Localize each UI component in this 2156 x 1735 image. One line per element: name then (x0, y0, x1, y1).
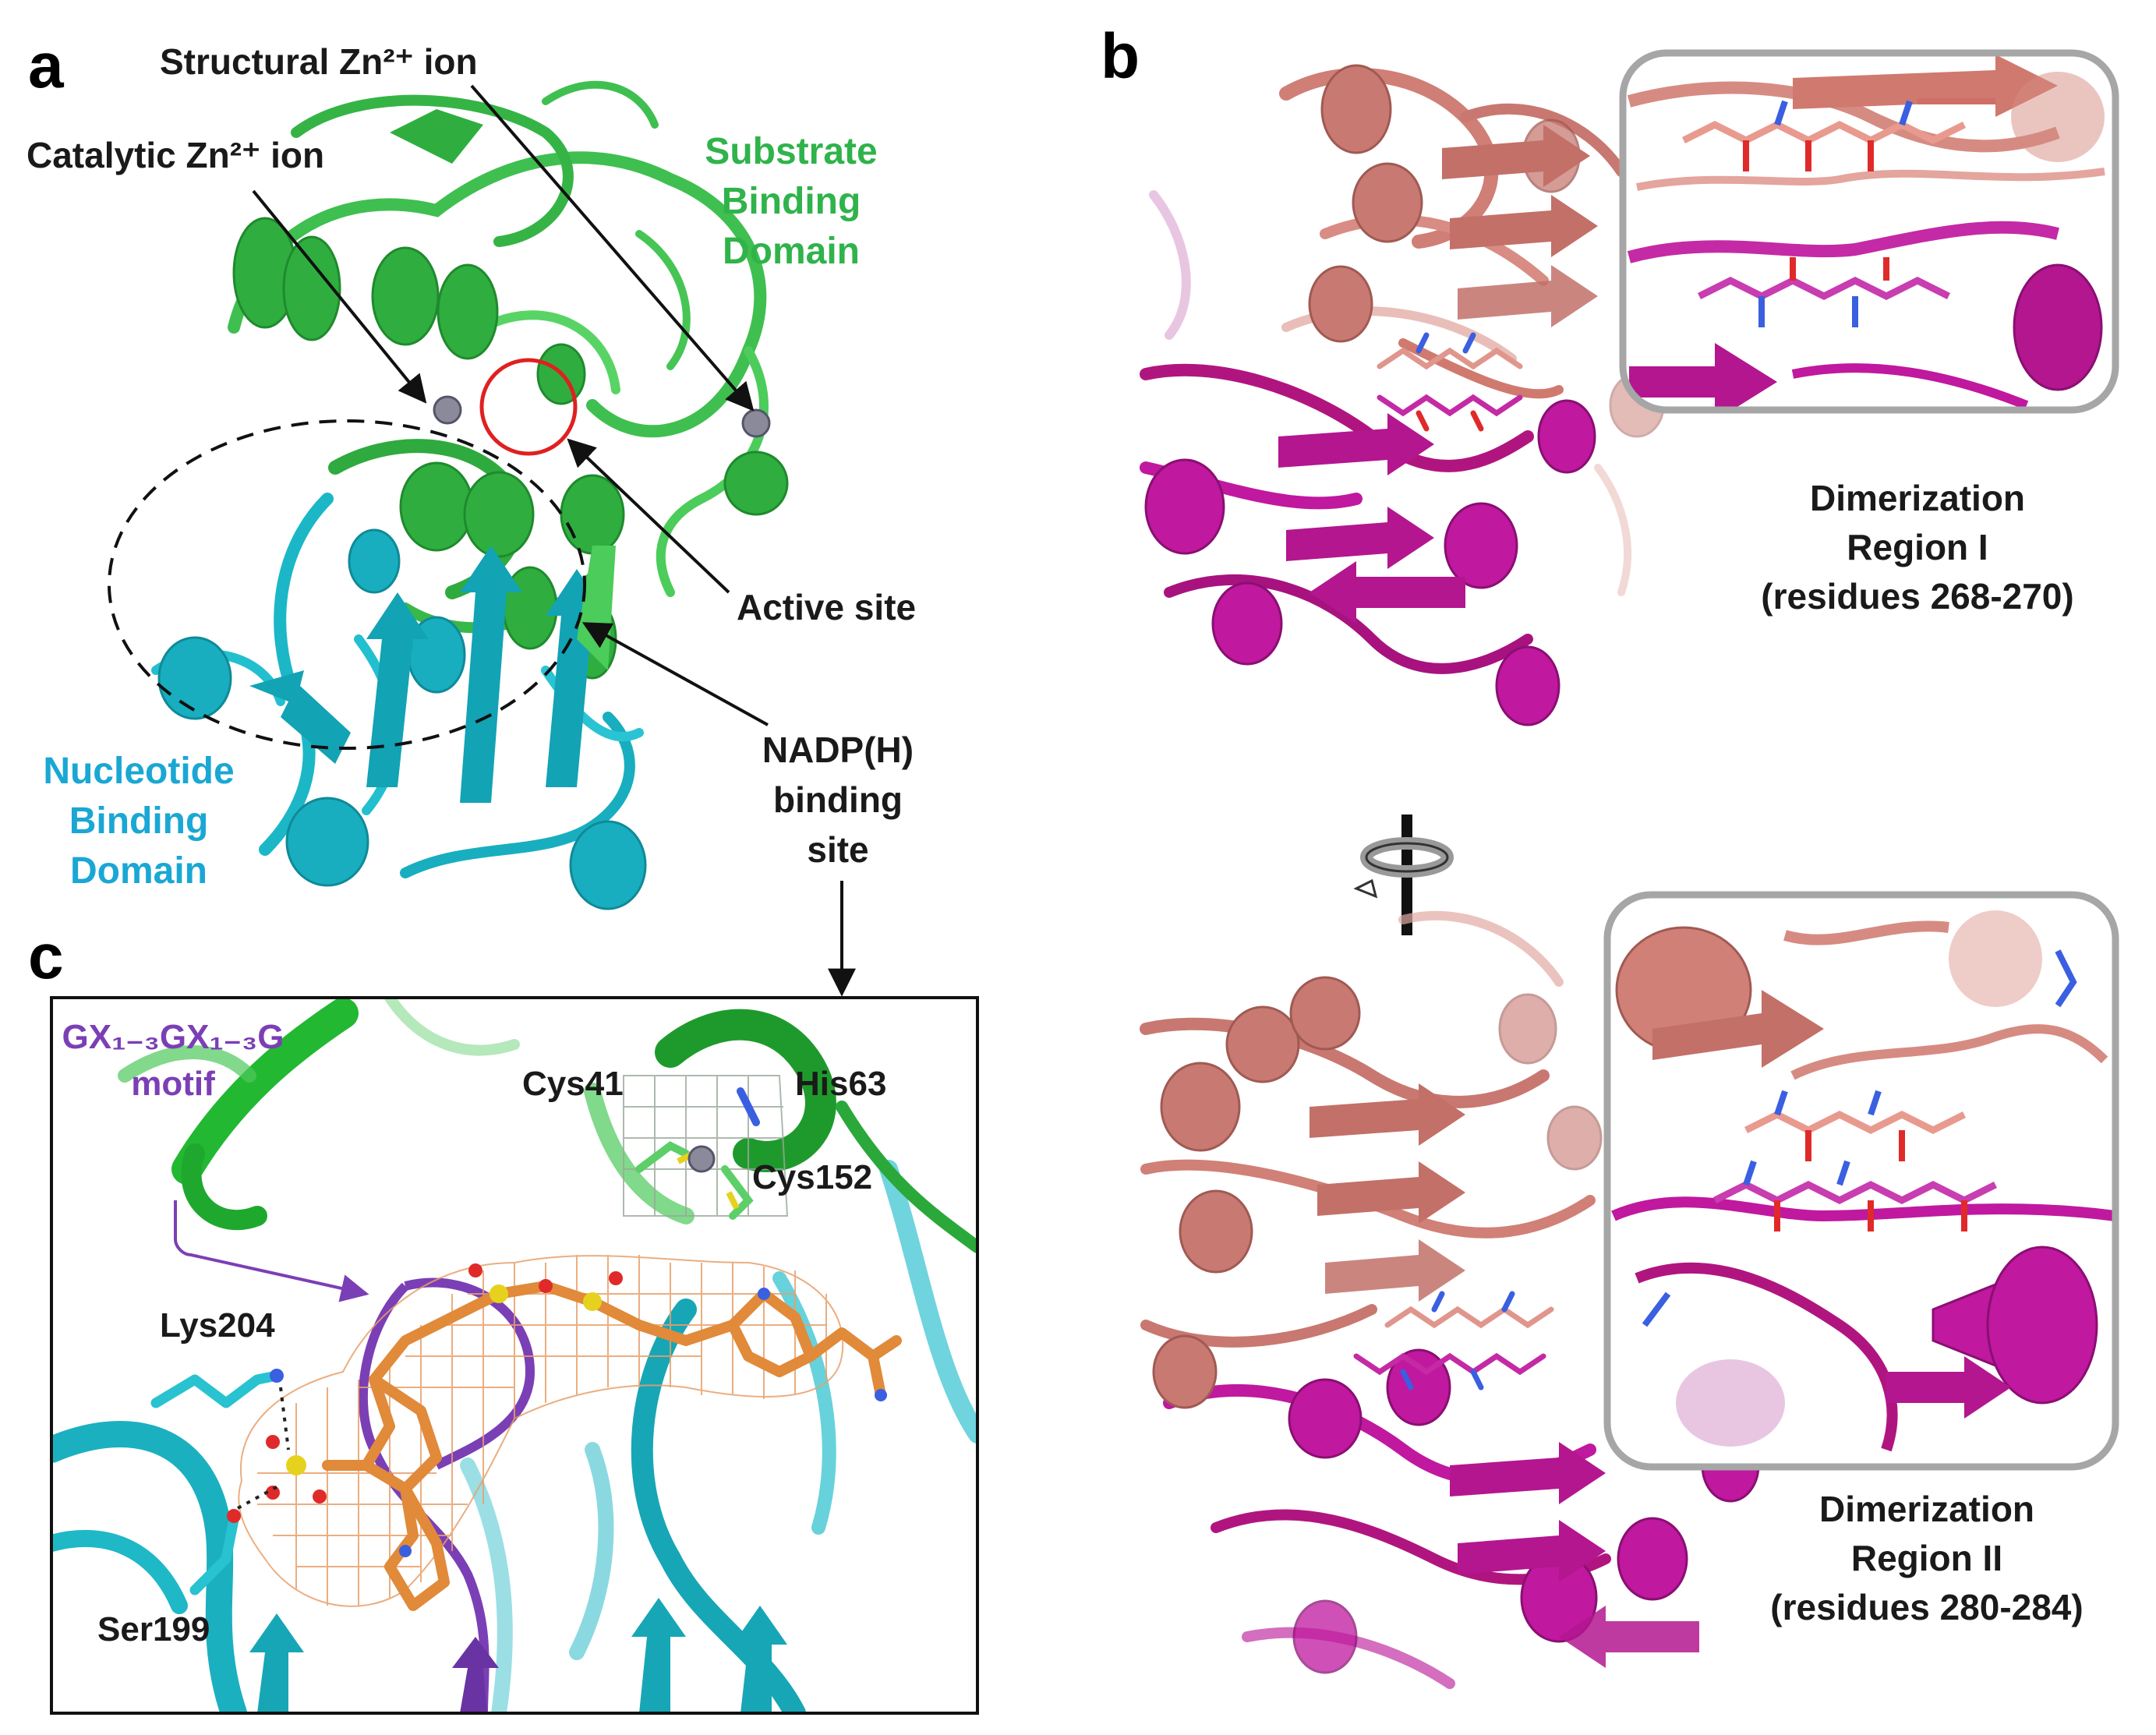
panel-b-upper-structure (1140, 64, 1665, 726)
structural-zn-label: Structural Zn²⁺ ion (160, 41, 478, 82)
cys152-label: Cys152 (752, 1158, 872, 1196)
structural-zinc-sphere (741, 408, 771, 438)
inset2-salmon-sticks (1744, 1110, 1967, 1135)
panel-c: c (28, 921, 979, 1715)
region2-label-1: Dimerization (1819, 1489, 2034, 1529)
region1-label-1: Dimerization (1810, 478, 2025, 518)
catalytic-zinc-sphere (433, 395, 462, 425)
panel-b: b (1101, 21, 2119, 1689)
upper-salmon-strands (1442, 125, 1598, 327)
nucleotide-domain-label-1: Nucleotide (43, 751, 234, 792)
hbond-lys (279, 1387, 290, 1451)
inset-region-1 (1619, 49, 2119, 414)
cys41-label: Cys41 (522, 1065, 624, 1103)
motif-label-2: motif (131, 1065, 215, 1103)
lower-interface-sticks (1353, 1291, 1554, 1390)
region2-label-3: (residues 280-284) (1770, 1587, 2083, 1627)
motif-arrow (174, 1200, 369, 1302)
electron-density-mesh (238, 1255, 844, 1607)
panel-a-letter: a (28, 30, 65, 101)
his63-label: His63 (795, 1065, 886, 1103)
nucleotide-domain-label-3: Domain (70, 850, 207, 892)
lower-magenta-strands (1450, 1442, 1699, 1668)
motif-label-1: GX₁₋₃GX₁₋₃G (62, 1018, 285, 1056)
active-site-label: Active site (737, 587, 916, 627)
inset-frame-1 (1619, 49, 2119, 414)
nadph-label-3: site (807, 829, 868, 870)
phosphate-groups (266, 1263, 887, 1557)
substrate-domain-ribbons (228, 80, 769, 634)
substrate-domain-label-2: Binding (722, 181, 861, 222)
lys204-label: Lys204 (160, 1306, 275, 1345)
inset1-salmon-sticks (1681, 120, 1967, 145)
upper-interface-sticks (1377, 332, 1523, 432)
nadph-site-ellipse (108, 419, 586, 750)
nadph-arrow-a (581, 622, 769, 726)
ser199-sidechain (189, 1514, 239, 1595)
catalytic-zn-arrow (252, 189, 427, 404)
nadph-label-1: NADP(H) (762, 730, 914, 770)
active-site-circle (479, 358, 578, 456)
substrate-sheet (390, 109, 483, 164)
inset-frame-2 (1603, 891, 2119, 1471)
hbond-ser (237, 1483, 281, 1510)
structural-zn-arrow (470, 84, 755, 412)
nucleotide-domain-label-2: Binding (69, 800, 209, 842)
inset1-magenta-sticks (1697, 276, 1951, 301)
region2-label-2: Region II (1851, 1538, 2002, 1578)
panel-c-scene (51, 998, 977, 1713)
inset-region-2 (1603, 891, 2119, 1471)
region1-label-3: (residues 268-270) (1761, 576, 2073, 617)
nadph-label-2: binding (773, 779, 903, 820)
panel-b-letter: b (1101, 21, 1140, 92)
lower-salmon-strands (1310, 1083, 1465, 1302)
region1-label-2: Region I (1847, 527, 1988, 567)
catalytic-zn-label: Catalytic Zn²⁺ ion (27, 135, 324, 175)
upper-magenta-strands (1278, 413, 1465, 624)
substrate-domain-helices (232, 217, 789, 680)
ser199-label: Ser199 (97, 1610, 210, 1648)
panel-a: a (27, 30, 916, 997)
panel-c-letter: c (28, 921, 64, 992)
nucleotide-domain-strands (249, 546, 608, 803)
substrate-domain-label-3: Domain (723, 231, 860, 272)
nucleotide-domain-helices (157, 528, 647, 910)
active-site-arrow (567, 438, 730, 594)
inset2-magenta-sticks (1712, 1180, 1998, 1205)
lower-salmon-helices (1152, 976, 1603, 1409)
panel-c-frame (50, 996, 979, 1715)
upper-magenta-helices (1144, 399, 1596, 726)
lys204-sidechain (150, 1370, 282, 1408)
substrate-domain-label-1: Substrate (705, 131, 877, 172)
zinc-ion-c (687, 1145, 716, 1173)
